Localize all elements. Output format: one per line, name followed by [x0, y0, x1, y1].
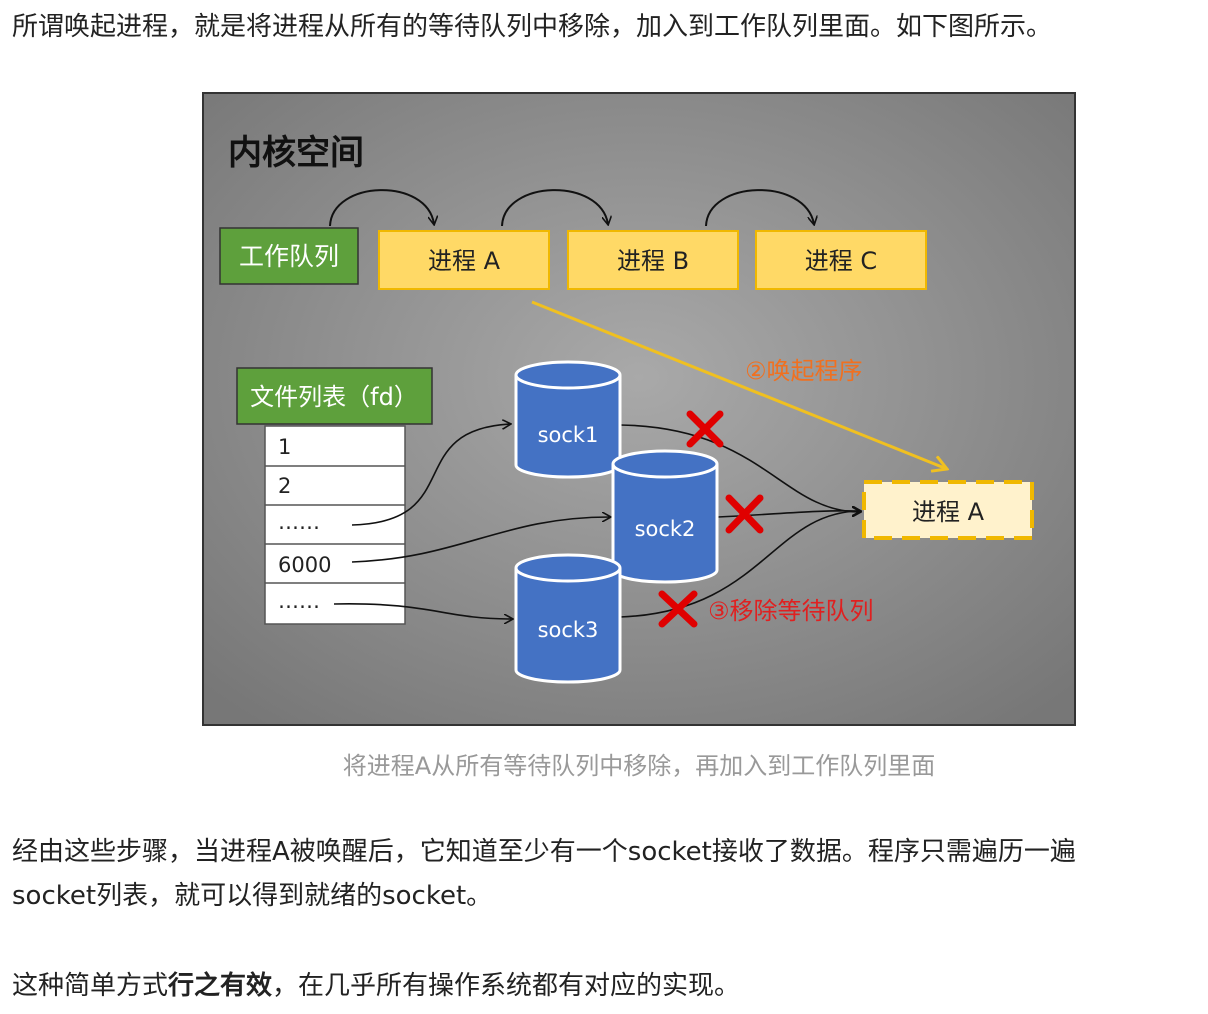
remove-label: ③移除等待队列 [708, 597, 874, 625]
queue-arrow-2 [501, 189, 608, 226]
process-box-c: 进程 C [755, 230, 927, 290]
woken-process-label: 进程 A [912, 498, 985, 526]
conclusion-emphasis: 行之有效 [168, 971, 273, 1001]
fd-row-4: 6000 [278, 553, 331, 577]
process-label-a: 进程 A [428, 247, 501, 275]
wake-arrow [531, 300, 947, 469]
wake-label: ②唤起程序 [745, 357, 863, 385]
work-queue-box: 工作队列 [219, 227, 359, 285]
body-paragraph-line-2: socket列表，就可以得到就绪的socket。 [12, 881, 493, 911]
cross-mark-3 [658, 590, 698, 628]
file-list-header: 文件列表（fd） [236, 367, 433, 425]
sock2-label: sock2 [635, 517, 696, 541]
sock1-cylinder: sock1 [514, 360, 622, 479]
body-paragraph-line-1: 经由这些步骤，当进程A被唤醒后，它知道至少有一个socket接收了数据。程序只需… [12, 837, 1076, 867]
queue-arrow-1 [329, 189, 434, 226]
file-list-label: 文件列表（fd） [250, 383, 418, 411]
process-box-a: 进程 A [378, 230, 550, 290]
conclusion-paragraph: 这种简单方式行之有效，在几乎所有操作系统都有对应的实现。 [12, 964, 1198, 1008]
queue-arrow-3 [705, 189, 814, 226]
sock1-label: sock1 [538, 423, 599, 447]
fd-row-2: 2 [278, 474, 291, 498]
figure-caption: 将进程A从所有等待队列中移除，再加入到工作队列里面 [342, 752, 936, 780]
panel-title: 内核空间 [228, 133, 364, 173]
sock3-to-process-arrow [619, 511, 860, 618]
fd-row-3: …… [278, 510, 320, 534]
process-label-c: 进程 C [805, 247, 877, 275]
kernel-space-diagram: 内核空间 工作队列 进程 A 进程 B 进程 C ②唤起程序 文件列表（fd） … [202, 92, 1076, 726]
conclusion-after: ，在几乎所有操作系统都有对应的实现。 [272, 971, 741, 1001]
fd-row-1: 1 [278, 435, 291, 459]
process-box-b: 进程 B [567, 230, 739, 290]
cross-mark-1 [686, 410, 724, 448]
intro-paragraph: 所谓唤起进程，就是将进程从所有的等待队列中移除，加入到工作队列里面。如下图所示。 [12, 12, 1053, 42]
sock3-label: sock3 [538, 618, 599, 642]
fd-row-5: …… [278, 589, 320, 613]
sock2-cylinder: sock2 [611, 449, 719, 584]
sock3-cylinder: sock3 [514, 553, 622, 684]
work-queue-label: 工作队列 [239, 242, 339, 271]
fd-table: 1 2 …… 6000 …… [264, 425, 406, 625]
fd-to-sock1-arrow [351, 424, 510, 526]
process-label-b: 进程 B [617, 247, 689, 275]
woken-process-box: 进程 A [862, 480, 1034, 540]
sock1-to-process-arrow [619, 424, 860, 512]
fd-to-sock3-arrow [333, 603, 512, 619]
body-paragraph: 经由这些步骤，当进程A被唤醒后，它知道至少有一个socket接收了数据。程序只需… [12, 830, 1198, 918]
conclusion-before: 这种简单方式 [12, 971, 169, 1001]
cross-mark-2 [725, 494, 764, 534]
fd-to-sock2-arrow [351, 517, 610, 563]
